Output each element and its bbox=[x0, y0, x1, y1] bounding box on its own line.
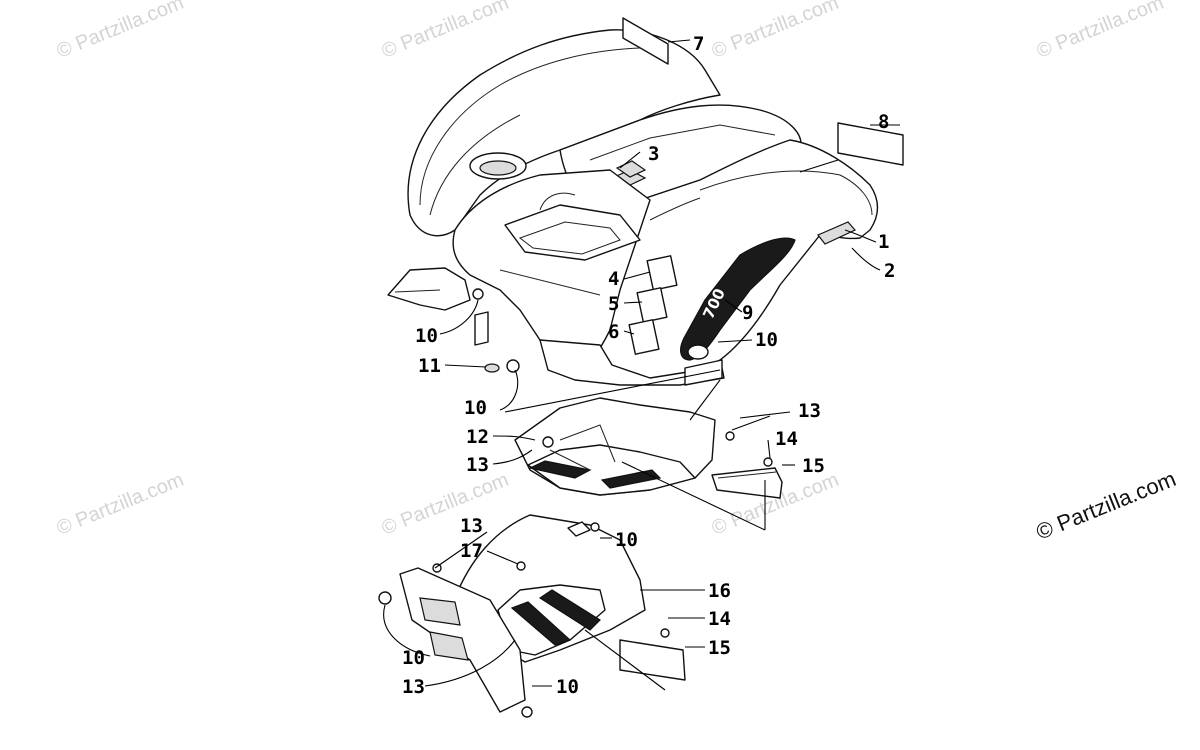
callout-17: 17 bbox=[460, 540, 483, 562]
callout-7: 7 bbox=[693, 33, 704, 55]
callout-13: 13 bbox=[402, 676, 425, 698]
rear-fender-assembly: 700 bbox=[387, 29, 879, 386]
callout-10: 10 bbox=[755, 329, 778, 351]
watermark-faint: © Partzilla.com bbox=[54, 469, 187, 540]
watermark-main: © Partzilla.com bbox=[1033, 466, 1180, 545]
callout-16: 16 bbox=[708, 580, 731, 602]
callout-11: 11 bbox=[418, 355, 441, 377]
callout-3: 3 bbox=[648, 143, 659, 165]
watermark-faint: © Partzilla.com bbox=[709, 0, 842, 63]
callout-10: 10 bbox=[615, 529, 638, 551]
callout-5: 5 bbox=[608, 293, 619, 315]
callout-13: 13 bbox=[798, 400, 821, 422]
callout-10: 10 bbox=[464, 397, 487, 419]
footrest-15-lower bbox=[619, 639, 686, 681]
callout-10: 10 bbox=[415, 325, 438, 347]
callout-14: 14 bbox=[708, 608, 731, 630]
right-footwell bbox=[514, 397, 716, 496]
hardware-left bbox=[472, 288, 520, 373]
callout-10: 10 bbox=[402, 647, 425, 669]
watermark-faint: © Partzilla.com bbox=[379, 0, 512, 63]
callout-14: 14 bbox=[775, 428, 798, 450]
callouts: 7 8 3 1 2 4 5 6 9 10 10 11 10 12 13 13 1… bbox=[402, 33, 895, 698]
callout-10: 10 bbox=[556, 676, 579, 698]
watermark-faint: © Partzilla.com bbox=[1034, 0, 1167, 63]
left-footwell bbox=[378, 514, 646, 718]
callout-6: 6 bbox=[608, 321, 619, 343]
callout-15: 15 bbox=[708, 637, 731, 659]
watermark-faint: © Partzilla.com bbox=[379, 469, 512, 540]
callout-15: 15 bbox=[802, 455, 825, 477]
callout-12: 12 bbox=[466, 426, 489, 448]
leader-lines bbox=[383, 39, 900, 691]
callout-4: 4 bbox=[608, 268, 619, 290]
callout-13: 13 bbox=[466, 454, 489, 476]
callout-2: 2 bbox=[884, 260, 895, 282]
callout-8: 8 bbox=[878, 111, 889, 133]
watermark-faint: © Partzilla.com bbox=[54, 0, 187, 63]
callout-9: 9 bbox=[742, 302, 753, 324]
decal-8 bbox=[837, 122, 904, 166]
decal-7 bbox=[622, 17, 669, 65]
callout-1: 1 bbox=[878, 231, 889, 253]
callout-13: 13 bbox=[460, 515, 483, 537]
